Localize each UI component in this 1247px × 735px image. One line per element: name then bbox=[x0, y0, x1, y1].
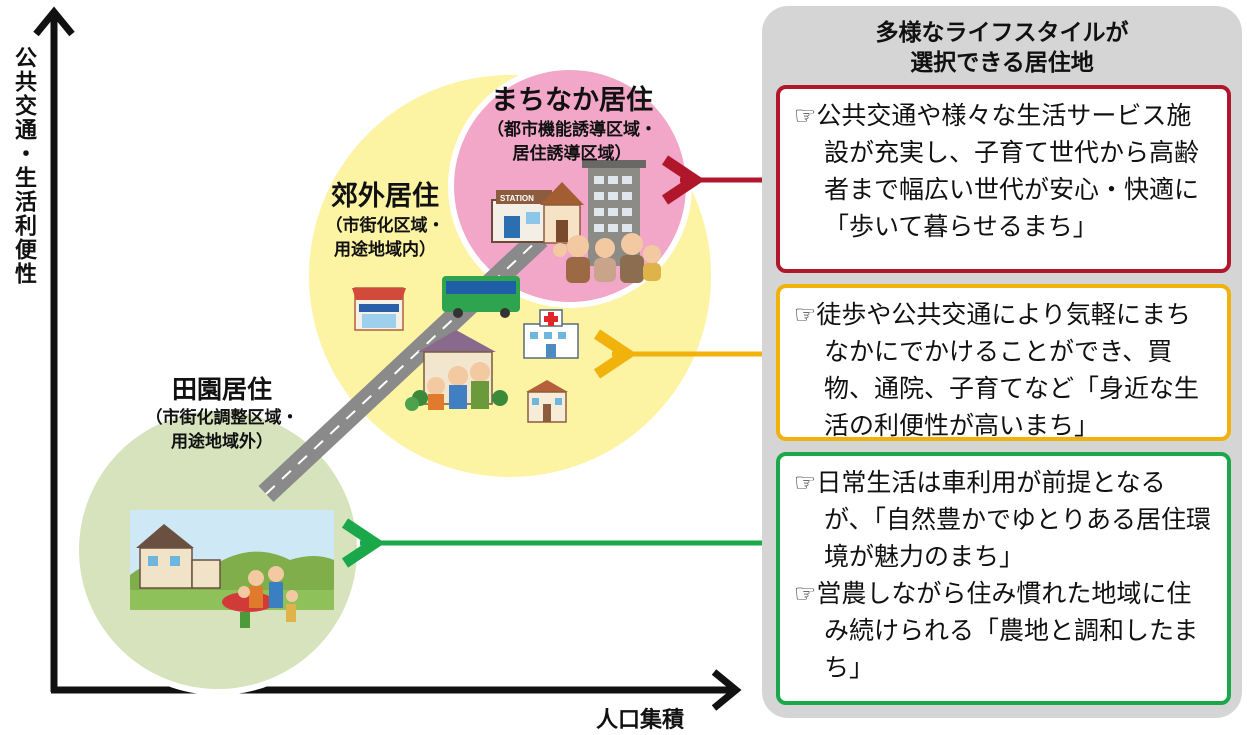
panel-title-line1: 多様なライフスタイルが bbox=[875, 20, 1129, 46]
suburban-zone-title: 郊外居住 bbox=[331, 181, 439, 212]
suburban-description-card: ☞徒歩や公共交通により気軽にまちなかにでかけることができ、買物、通院、子育てなど… bbox=[776, 284, 1231, 441]
central-zone-sub2: 居住誘導区域） bbox=[512, 144, 632, 164]
x-axis bbox=[51, 669, 742, 711]
suburban-description-text: ☞徒歩や公共交通により気軽にまちなかにでかけることができ、買物、通院、子育てなど… bbox=[794, 300, 1200, 440]
rural-zone-title: 田園居住 bbox=[171, 375, 272, 404]
suburban-zone-sub1: （市街化区域・ bbox=[325, 216, 445, 236]
panel-title: 多様なライフスタイルが 選択できる居住地 bbox=[762, 18, 1242, 78]
bus-illustration bbox=[442, 276, 520, 318]
station-sign: STATION bbox=[500, 194, 534, 203]
rural-landscape-illustration bbox=[130, 510, 334, 628]
panel-title-line2: 選択できる居住地 bbox=[910, 50, 1094, 76]
suburban-zone-label: 郊外居住 （市街化区域・ 用途地域内） bbox=[300, 180, 470, 262]
rural-description-item2: ☞営農しながら住み慣れた地域に住み続けられる「農地と調和したまち」 bbox=[794, 579, 1199, 682]
y-axis-label: 公共交通・生活利便性 bbox=[11, 46, 36, 286]
central-description-card: ☞公共交通や様々な生活サービス施設が充実し、子育て世代から高齢者まで幅広い世代が… bbox=[776, 85, 1231, 273]
suburban-zone-sub2: 用途地域内） bbox=[334, 240, 436, 260]
rural-description-item1: ☞日常生活は車利用が前提となるが、「自然豊かでゆとりある居住環境が魅力のまち」 bbox=[794, 468, 1212, 571]
y-axis bbox=[33, 6, 75, 692]
station-illustration bbox=[491, 182, 584, 244]
rural-description-card: ☞日常生活は車利用が前提となるが、「自然豊かでゆとりある居住環境が魅力のまち」 … bbox=[776, 452, 1231, 705]
rural-zone-label: 田園居住 （市街化調整区域・ 用途地域外） bbox=[132, 374, 312, 454]
rural-zone-sub1: （市街化調整区域・ bbox=[145, 408, 299, 428]
x-axis-label: 人口集積 bbox=[596, 708, 685, 733]
elderly-people-illustration bbox=[553, 233, 661, 283]
family-house-illustration bbox=[405, 330, 508, 411]
central-zone-label: まちなか居住 （都市機能誘導区域・ 居住誘導区域） bbox=[462, 84, 682, 166]
supermarket-illustration bbox=[352, 287, 406, 331]
central-zone-title: まちなか居住 bbox=[491, 85, 653, 116]
school-illustration bbox=[526, 380, 568, 423]
central-zone-sub1: （都市機能誘導区域・ bbox=[487, 120, 657, 140]
rural-zone-sub2: 用途地域外） bbox=[171, 432, 273, 452]
hospital-illustration bbox=[523, 309, 579, 359]
central-description-text: ☞公共交通や様々な生活サービス施設が充実し、子育て世代から高齢者まで幅広い世代が… bbox=[794, 101, 1200, 241]
